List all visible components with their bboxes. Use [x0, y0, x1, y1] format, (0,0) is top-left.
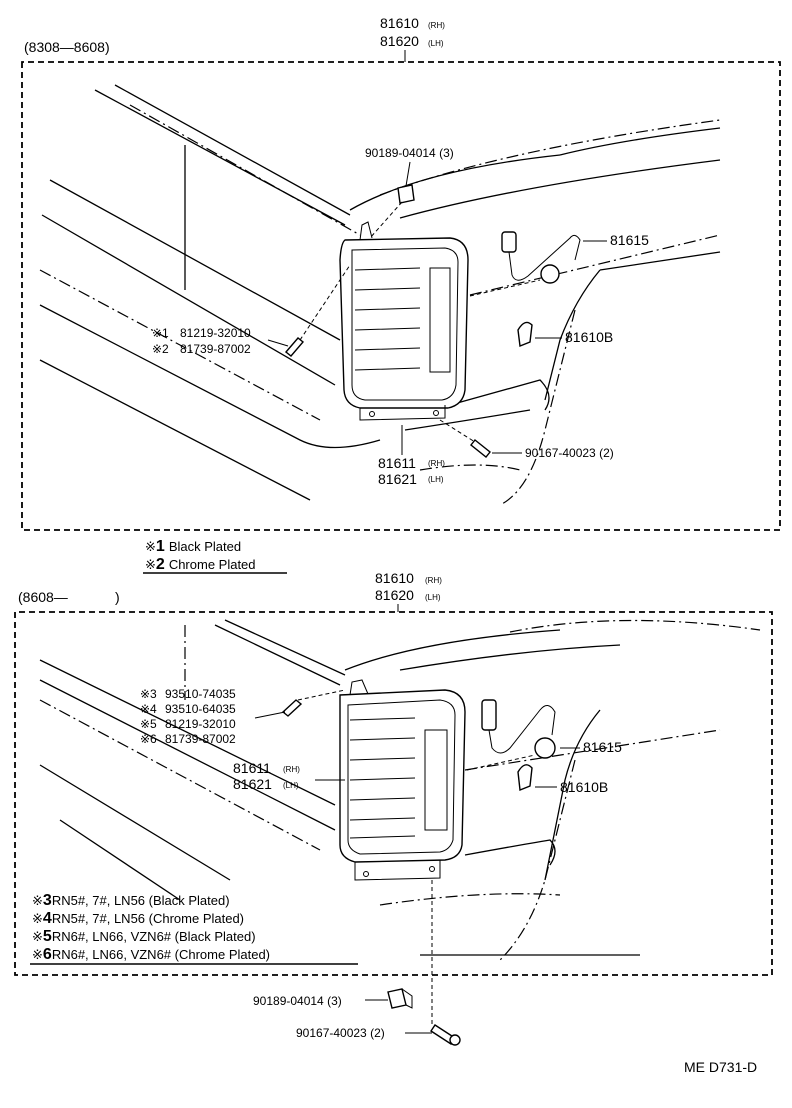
top-socket-part: 81615	[469, 231, 649, 297]
bottom-part-5-mark: ※5	[140, 717, 157, 731]
bottom-lamp-no1: 81610	[375, 570, 414, 586]
bottom-section: (8608— ) 81610 (RH) 81620 (LH)	[14, 570, 773, 976]
top-socket-label: 81615	[610, 232, 649, 248]
bottom-note-4: ※4RN5#, 7#, LN56 (Chrome Plated)	[32, 910, 244, 927]
top-lamp-no1: 81610	[380, 15, 419, 31]
bottom-loose-parts: 90189-04014 (3) 90167-40023 (2)	[253, 880, 461, 1046]
bottom-socket-part: 81615	[466, 699, 622, 771]
top-section: (8308—8608) 81610 (RH) 81620 (LH)	[21, 15, 781, 531]
top-lens-label-group: 81611 (RH) 81621 (LH)	[378, 425, 445, 487]
bottom-frame	[14, 611, 773, 976]
bottom-period-label: (8608—	[18, 589, 68, 605]
bottom-parts-list: ※3 93510-74035 ※4 93510-64035 ※5 81219-3…	[140, 687, 346, 746]
top-screw-part: ※1 81219-32010 ※2 81739-87002	[152, 264, 351, 357]
top-lens-tag2: (LH)	[428, 475, 444, 484]
top-lamp-tag2: (LH)	[428, 39, 444, 48]
bottom-lens-label-group: 81611 (RH) 81621 (LH)	[233, 760, 345, 792]
top-clip-label: 90189-04014 (3)	[365, 146, 454, 160]
bottom-lamp-no2: 81620	[375, 587, 414, 603]
bottom-clip-label: 90189-04014 (3)	[253, 994, 342, 1008]
bottom-lamp-unit	[339, 679, 466, 881]
top-screw-a-no: 81219-32010	[180, 326, 251, 340]
bottom-bulb-label: 81610B	[560, 779, 608, 795]
bottom-note-5: ※5RN6#, LN66, VZN6# (Black Plated)	[32, 928, 256, 945]
bottom-period-close: )	[115, 589, 120, 605]
top-bulb-part: 81610B	[517, 321, 613, 347]
bottom-bulb-part: 81610B	[517, 764, 608, 795]
top-lamp-tag1: (RH)	[428, 21, 445, 30]
bottom-notes: ※3RN5#, 7#, LN56 (Black Plated) ※4RN5#, …	[30, 892, 358, 965]
top-lens-no1: 81611	[378, 455, 416, 471]
bottom-part-4-no: 93510-64035	[165, 702, 236, 716]
top-frame	[21, 61, 781, 531]
top-lamp-no2: 81620	[380, 33, 419, 49]
top-lens-no2: 81621	[378, 471, 417, 487]
bottom-part-6-no: 81739-87002	[165, 732, 236, 746]
top-clip-part: 90189-04014 (3)	[365, 146, 454, 239]
top-screw-a-mark: ※1	[152, 326, 169, 340]
bottom-part-3-mark: ※3	[140, 687, 157, 701]
bottom-part-6-mark: ※6	[140, 732, 157, 746]
top-bottom-screw-part: 90167-40023 (2)	[439, 419, 614, 460]
bottom-screw-label: 90167-40023 (2)	[296, 1026, 385, 1040]
top-bottom-screw-label: 90167-40023 (2)	[525, 446, 614, 460]
bottom-lamp-tag1: (RH)	[425, 576, 442, 585]
top-body-outline	[39, 84, 721, 506]
bottom-lens-tag1: (RH)	[283, 765, 300, 774]
bottom-note-3: ※3RN5#, 7#, LN56 (Black Plated)	[32, 892, 230, 909]
bottom-lamp-tag2: (LH)	[425, 593, 441, 602]
bottom-note-6: ※6RN6#, LN66, VZN6# (Chrome Plated)	[32, 946, 270, 963]
top-lamp-unit	[339, 221, 469, 421]
bottom-lens-no1: 81611	[233, 760, 271, 776]
bottom-part-3-no: 93510-74035	[165, 687, 236, 701]
bottom-body-outline	[39, 619, 761, 961]
top-screw-b-no: 81739-87002	[180, 342, 251, 356]
top-period-label: (8308—8608)	[24, 39, 110, 55]
bottom-lens-no2: 81621	[233, 776, 272, 792]
bottom-part-5-no: 81219-32010	[165, 717, 236, 731]
top-bulb-label: 81610B	[565, 329, 613, 345]
top-lens-tag1: (RH)	[428, 459, 445, 468]
top-screw-b-mark: ※2	[152, 342, 169, 356]
bottom-lens-tag2: (LH)	[283, 781, 299, 790]
diagram-code: ME D731-D	[684, 1059, 757, 1075]
bottom-socket-label: 81615	[583, 739, 622, 755]
bottom-part-4-mark: ※4	[140, 702, 157, 716]
